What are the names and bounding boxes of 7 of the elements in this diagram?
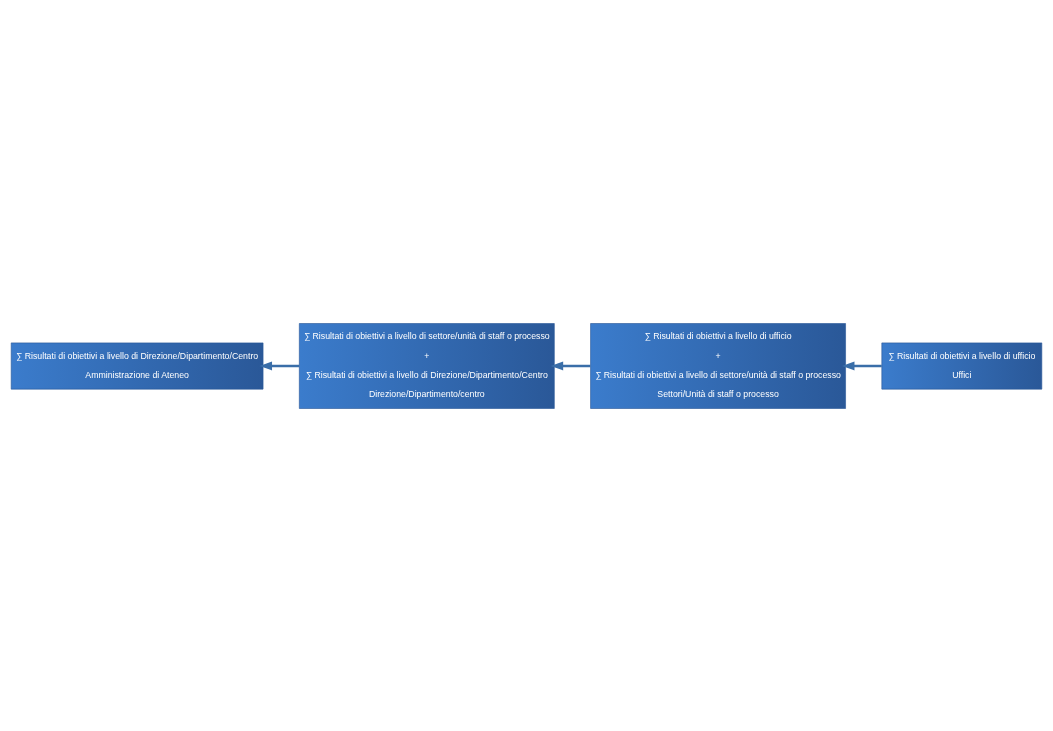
arrow <box>259 361 300 370</box>
node-box: ∑ Risultati di obiettivi a livello di Direzione/Dipartimento/Centro Amministrazione di Ateneo <box>10 342 264 389</box>
node-box: ∑ Risultati di obiettivi a livello di settore/unità di staff o processo + ∑ Risultati di obiettivi a livello di Direzione/Dipartimento/Centro Direzione/Dipartimento/centro <box>299 322 555 409</box>
node-box: ∑ Risultati di obiettivi a livello di ufficio Uffici <box>881 342 1043 389</box>
arrow <box>841 361 882 370</box>
arrow <box>550 361 591 370</box>
node-box: ∑ Risultati di obiettivi a livello di ufficio + ∑ Risultati di obiettivi a livello di settore/unità di staff o processo Settori/Unità di staff o processo <box>590 322 846 409</box>
